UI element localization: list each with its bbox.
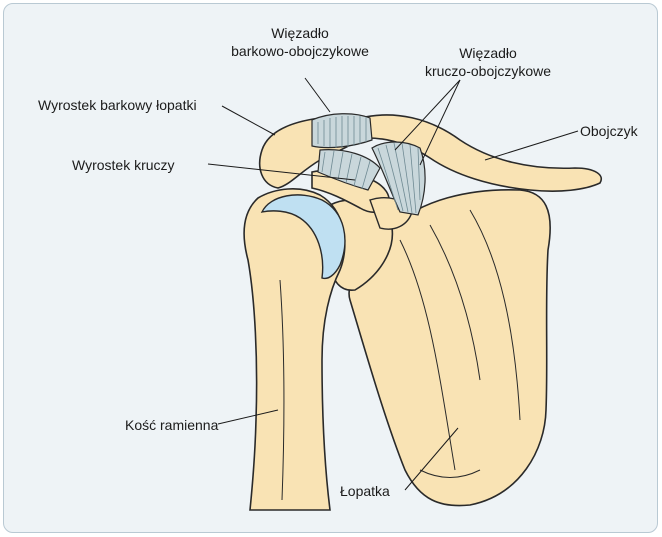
label-acromion: Wyrostek barkowy łopatki [38,96,197,114]
label-scapula: Łopatka [340,482,390,500]
label-acromioclavicular-line1: Więzadło [230,24,370,42]
label-clavicle: Obojczyk [580,122,638,140]
label-humerus: Kość ramienna [125,416,218,434]
leader-acromion [222,106,275,135]
leader-acromioclavicular [305,78,330,112]
label-coracoclavicular-ligament: Więzadło kruczo-obojczykowe [418,44,558,80]
label-coracoid-process: Wyrostek kruczy [72,156,175,174]
leader-clavicle [485,131,578,160]
label-acromioclavicular-ligament: Więzadło barkowo-obojczykowe [230,24,370,60]
label-acromioclavicular-line2: barkowo-obojczykowe [230,42,370,60]
label-coracoclavicular-line1: Więzadło [418,44,558,62]
label-coracoclavicular-line2: kruczo-obojczykowe [418,62,558,80]
